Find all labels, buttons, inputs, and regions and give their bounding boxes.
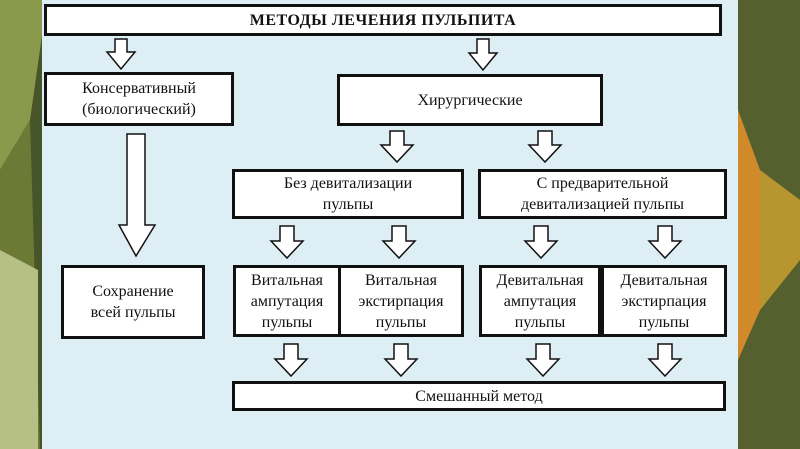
arrow-with-to-devital-amputation <box>523 225 559 260</box>
long-down-arrow-icon <box>117 133 157 258</box>
box-preservation-text: Сохранение всей пульпы <box>90 283 176 321</box>
box-preservation: Сохранение всей пульпы <box>61 265 205 339</box>
arrow-vital-extirpation-to-mixed <box>383 343 419 378</box>
box-devital-extirpation: Девитальная экстирпация пульпы <box>601 265 727 337</box>
box-vital-extirpation: Витальная экстирпация пульпы <box>338 265 464 337</box>
box-devital-extirpation-text: Девитальная экстирпация пульпы <box>620 271 708 331</box>
arrow-devital-extirpation-to-mixed <box>647 343 683 378</box>
diagram-title: МЕТОДЫ ЛЕЧЕНИЯ ПУЛЬПИТА <box>44 4 722 36</box>
box-mixed-method-text: Смешанный метод <box>415 387 543 405</box>
box-devital-amputation-text: Девитальная ампутация пульпы <box>496 271 584 331</box>
box-conservative: Консервативный (биологический) <box>44 72 234 126</box>
arrow-surgical-to-with <box>527 130 563 164</box>
arrow-surgical-to-without <box>379 130 415 164</box>
box-without-devitalization: Без девитализации пульпы <box>232 169 464 219</box>
down-arrow-icon <box>647 343 683 378</box>
down-arrow-icon <box>525 343 561 378</box>
box-vital-amputation-text: Витальная ампутация пульпы <box>250 271 324 331</box>
down-arrow-icon <box>527 130 563 164</box>
arrow-conservative-to-preservation <box>117 133 157 258</box>
down-arrow-icon <box>269 225 305 260</box>
box-without-devitalization-text: Без девитализации пульпы <box>283 175 413 213</box>
box-devital-amputation: Девитальная ампутация пульпы <box>479 265 601 337</box>
down-arrow-icon <box>381 225 417 260</box>
down-arrow-icon <box>383 343 419 378</box>
down-arrow-icon <box>523 225 559 260</box>
box-vital-extirpation-text: Витальная экстирпация пульпы <box>358 271 444 331</box>
arrow-without-to-vital-extirpation <box>381 225 417 260</box>
arrow-without-to-vital-amputation <box>269 225 305 260</box>
arrow-devital-amputation-to-mixed <box>525 343 561 378</box>
box-surgical: Хирургические <box>337 74 603 126</box>
arrow-vital-amputation-to-mixed <box>273 343 309 378</box>
arrow-title-to-surgical <box>467 38 499 72</box>
down-arrow-icon <box>647 225 683 260</box>
arrow-with-to-devital-extirpation <box>647 225 683 260</box>
box-surgical-text: Хирургические <box>417 91 523 109</box>
box-mixed-method: Смешанный метод <box>232 381 726 411</box>
arrow-title-to-conservative <box>105 38 137 71</box>
down-arrow-icon <box>105 38 137 71</box>
down-arrow-icon <box>379 130 415 164</box>
down-arrow-icon <box>273 343 309 378</box>
box-with-devitalization-text: С предварительной девитализацией пульпы <box>521 175 684 213</box>
diagram-title-text: МЕТОДЫ ЛЕЧЕНИЯ ПУЛЬПИТА <box>249 11 517 29</box>
box-vital-amputation: Витальная ампутация пульпы <box>233 265 341 337</box>
down-arrow-icon <box>467 38 499 72</box>
box-conservative-text: Консервативный (биологический) <box>82 80 196 118</box>
box-with-devitalization: С предварительной девитализацией пульпы <box>478 169 727 219</box>
